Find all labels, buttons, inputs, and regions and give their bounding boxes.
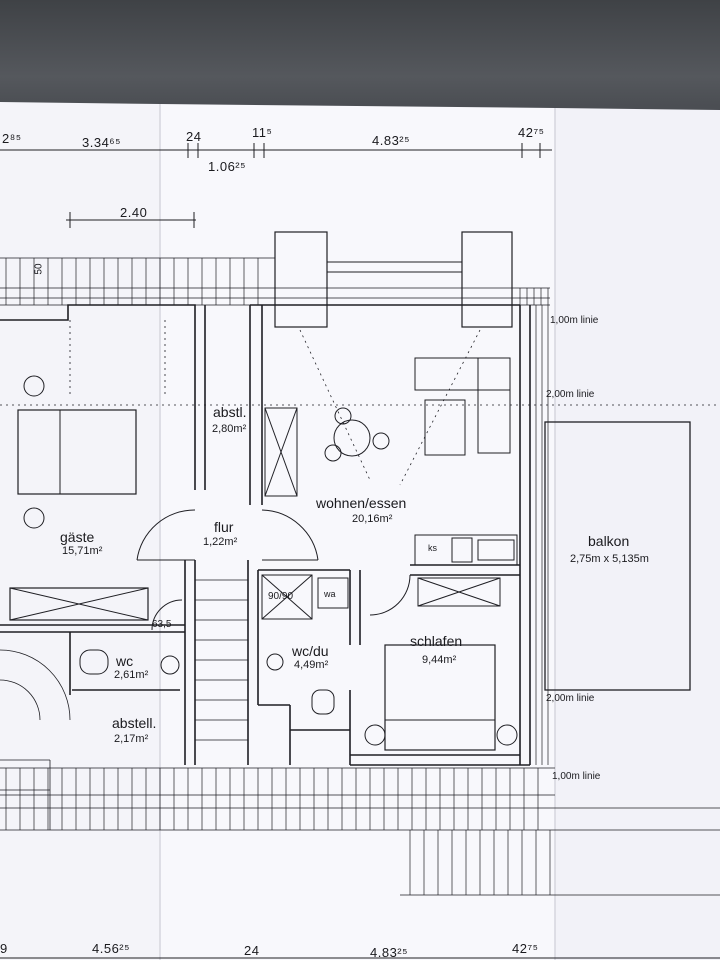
room-name-schlafen: schlafen	[410, 633, 463, 649]
room-name-flur: flur	[214, 519, 234, 535]
room-area-abstell: 2,17m²	[114, 733, 149, 745]
door-flur-right	[261, 509, 319, 561]
dim-top-c: 1.06²⁵	[208, 159, 247, 174]
label-washer: wa	[324, 589, 336, 599]
room-name-abstell: abstell.	[112, 715, 157, 731]
paper-left	[0, 102, 160, 960]
paper-middle	[160, 104, 555, 960]
kitchen-island	[417, 577, 501, 607]
rafter-hatch-top	[5, 258, 549, 305]
coffee-table	[424, 399, 466, 456]
paper-right	[555, 108, 720, 960]
roof-rafters-bottom	[0, 767, 720, 896]
walls	[0, 304, 531, 766]
balcony-outline	[544, 421, 691, 691]
room-name-gaeste: gäste	[60, 529, 95, 545]
bed-schlafen	[384, 644, 496, 751]
room-area-flur: 1,22m²	[203, 536, 238, 548]
room-area-abstl: 2,80m²	[212, 423, 247, 435]
label-kitchen: ks	[428, 543, 437, 553]
room-area-wc: 2,61m²	[114, 669, 149, 681]
dim-top-e: 4.83²⁵	[372, 133, 411, 148]
kitchen-counter	[414, 534, 518, 566]
room-area-balkon: 2,75m x 5,135m	[570, 553, 649, 565]
label-shower: 90/90	[268, 591, 294, 602]
label-1m-line-top: 1,00m linie	[550, 315, 599, 326]
dim-bottom-b: 4.56²⁵	[92, 941, 131, 956]
dormer-left	[274, 231, 328, 328]
straight-stair	[195, 579, 248, 741]
toilet-wc	[79, 649, 109, 675]
dim-top-b: 24	[186, 129, 202, 144]
door-flur-left	[136, 509, 196, 561]
label-2m-line-bottom: 2,00m linie	[546, 693, 595, 704]
rafter-hatch-right	[535, 305, 549, 765]
door-schlafen	[369, 574, 411, 616]
shower-tray	[261, 574, 313, 620]
washer-box	[317, 577, 349, 609]
room-name-wohnen: wohnen/essen	[316, 495, 407, 511]
dim-bottom-e: 42⁷⁵	[512, 941, 539, 956]
dim-bottom-d: 4.83²⁵	[370, 945, 409, 960]
dining-table	[333, 419, 371, 457]
wardrobe-gaeste	[9, 587, 149, 621]
spiral-stair	[0, 649, 71, 830]
dim-top-f: 42⁷⁵	[518, 125, 545, 140]
label-2m-line-top: 2,00m linie	[546, 389, 595, 400]
room-name-wc: wc	[116, 653, 134, 669]
cabinet-abstl	[264, 407, 298, 497]
room-name-wcdu: wc/du	[292, 643, 329, 659]
dim-top-d: 11⁵	[252, 125, 273, 140]
dormer-right	[461, 231, 513, 328]
bed-gaeste	[17, 409, 137, 495]
room-area-gaeste: 15,71m²	[62, 545, 103, 557]
room-area-wohnen: 20,16m²	[352, 513, 393, 525]
label-1m-line-bottom: 1,00m linie	[552, 771, 601, 782]
dim-bottom-c: 24	[244, 943, 260, 958]
dim-stair-width: 63,5	[152, 619, 172, 630]
dim-left-vertical: 50	[33, 263, 45, 275]
dim-bottom-a: 9	[0, 941, 8, 956]
room-name-abstl: abstl.	[213, 404, 247, 420]
dim-top-left: 2⁸⁵	[2, 131, 22, 146]
room-area-schlafen: 9,44m²	[422, 654, 457, 666]
toilet-wcdu	[311, 689, 335, 715]
room-name-balkon: balkon	[588, 533, 630, 549]
room-area-wcdu: 4,49m²	[294, 659, 329, 671]
rafter-hatch-bottom	[5, 768, 551, 895]
dim-inner-width: 2.40	[120, 205, 148, 220]
dim-top-a: 3.34⁶⁵	[82, 135, 122, 150]
